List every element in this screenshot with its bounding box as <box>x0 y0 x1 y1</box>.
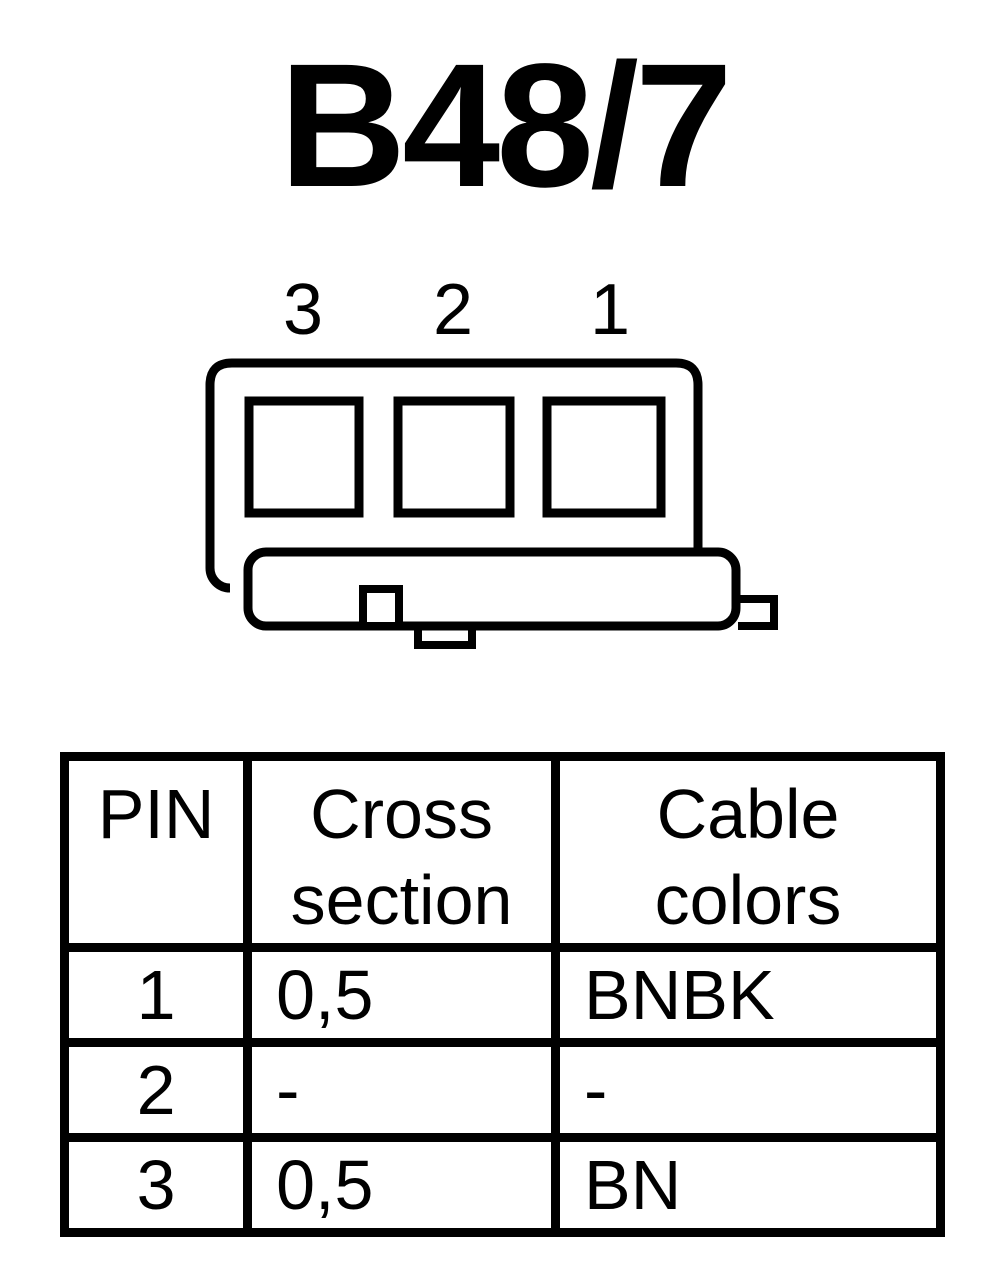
pin-number: 2 <box>59 1038 253 1142</box>
table-row: 2 - - <box>59 1038 945 1142</box>
connector-housing <box>205 358 703 593</box>
pin-label-3: 3 <box>283 270 323 350</box>
latch-tab <box>359 585 403 630</box>
cable-color-value: BNBK <box>551 943 945 1047</box>
pin-cavity-3 <box>244 396 364 518</box>
header-cross-section: Cross section <box>243 752 561 952</box>
side-tab <box>738 595 778 630</box>
pin-label-1: 1 <box>590 270 630 350</box>
connector-diagram: 3 2 1 <box>205 270 778 649</box>
connector-title: B48/7 <box>279 28 733 224</box>
cable-color-value: - <box>551 1038 945 1142</box>
bottom-nub <box>414 630 476 649</box>
pin-assignment-table: PIN Cross section Cable colors 1 0,5 BNB… <box>59 752 945 1237</box>
pin-number: 1 <box>59 943 253 1047</box>
locking-latch <box>243 547 741 631</box>
pin-number: 3 <box>59 1133 253 1237</box>
header-pin: PIN <box>59 752 253 952</box>
table-row: 1 0,5 BNBK <box>59 943 945 1047</box>
pin-cavity-2 <box>393 396 515 518</box>
pin-cavity-1 <box>542 396 666 518</box>
table-header-row: PIN Cross section Cable colors <box>59 752 945 952</box>
table-row: 3 0,5 BN <box>59 1133 945 1237</box>
cable-color-value: BN <box>551 1133 945 1237</box>
pin-label-2: 2 <box>433 270 473 350</box>
cross-section-value: 0,5 <box>243 943 561 1047</box>
cross-section-value: 0,5 <box>243 1133 561 1237</box>
header-cable-colors: Cable colors <box>551 752 945 952</box>
cross-section-value: - <box>243 1038 561 1142</box>
